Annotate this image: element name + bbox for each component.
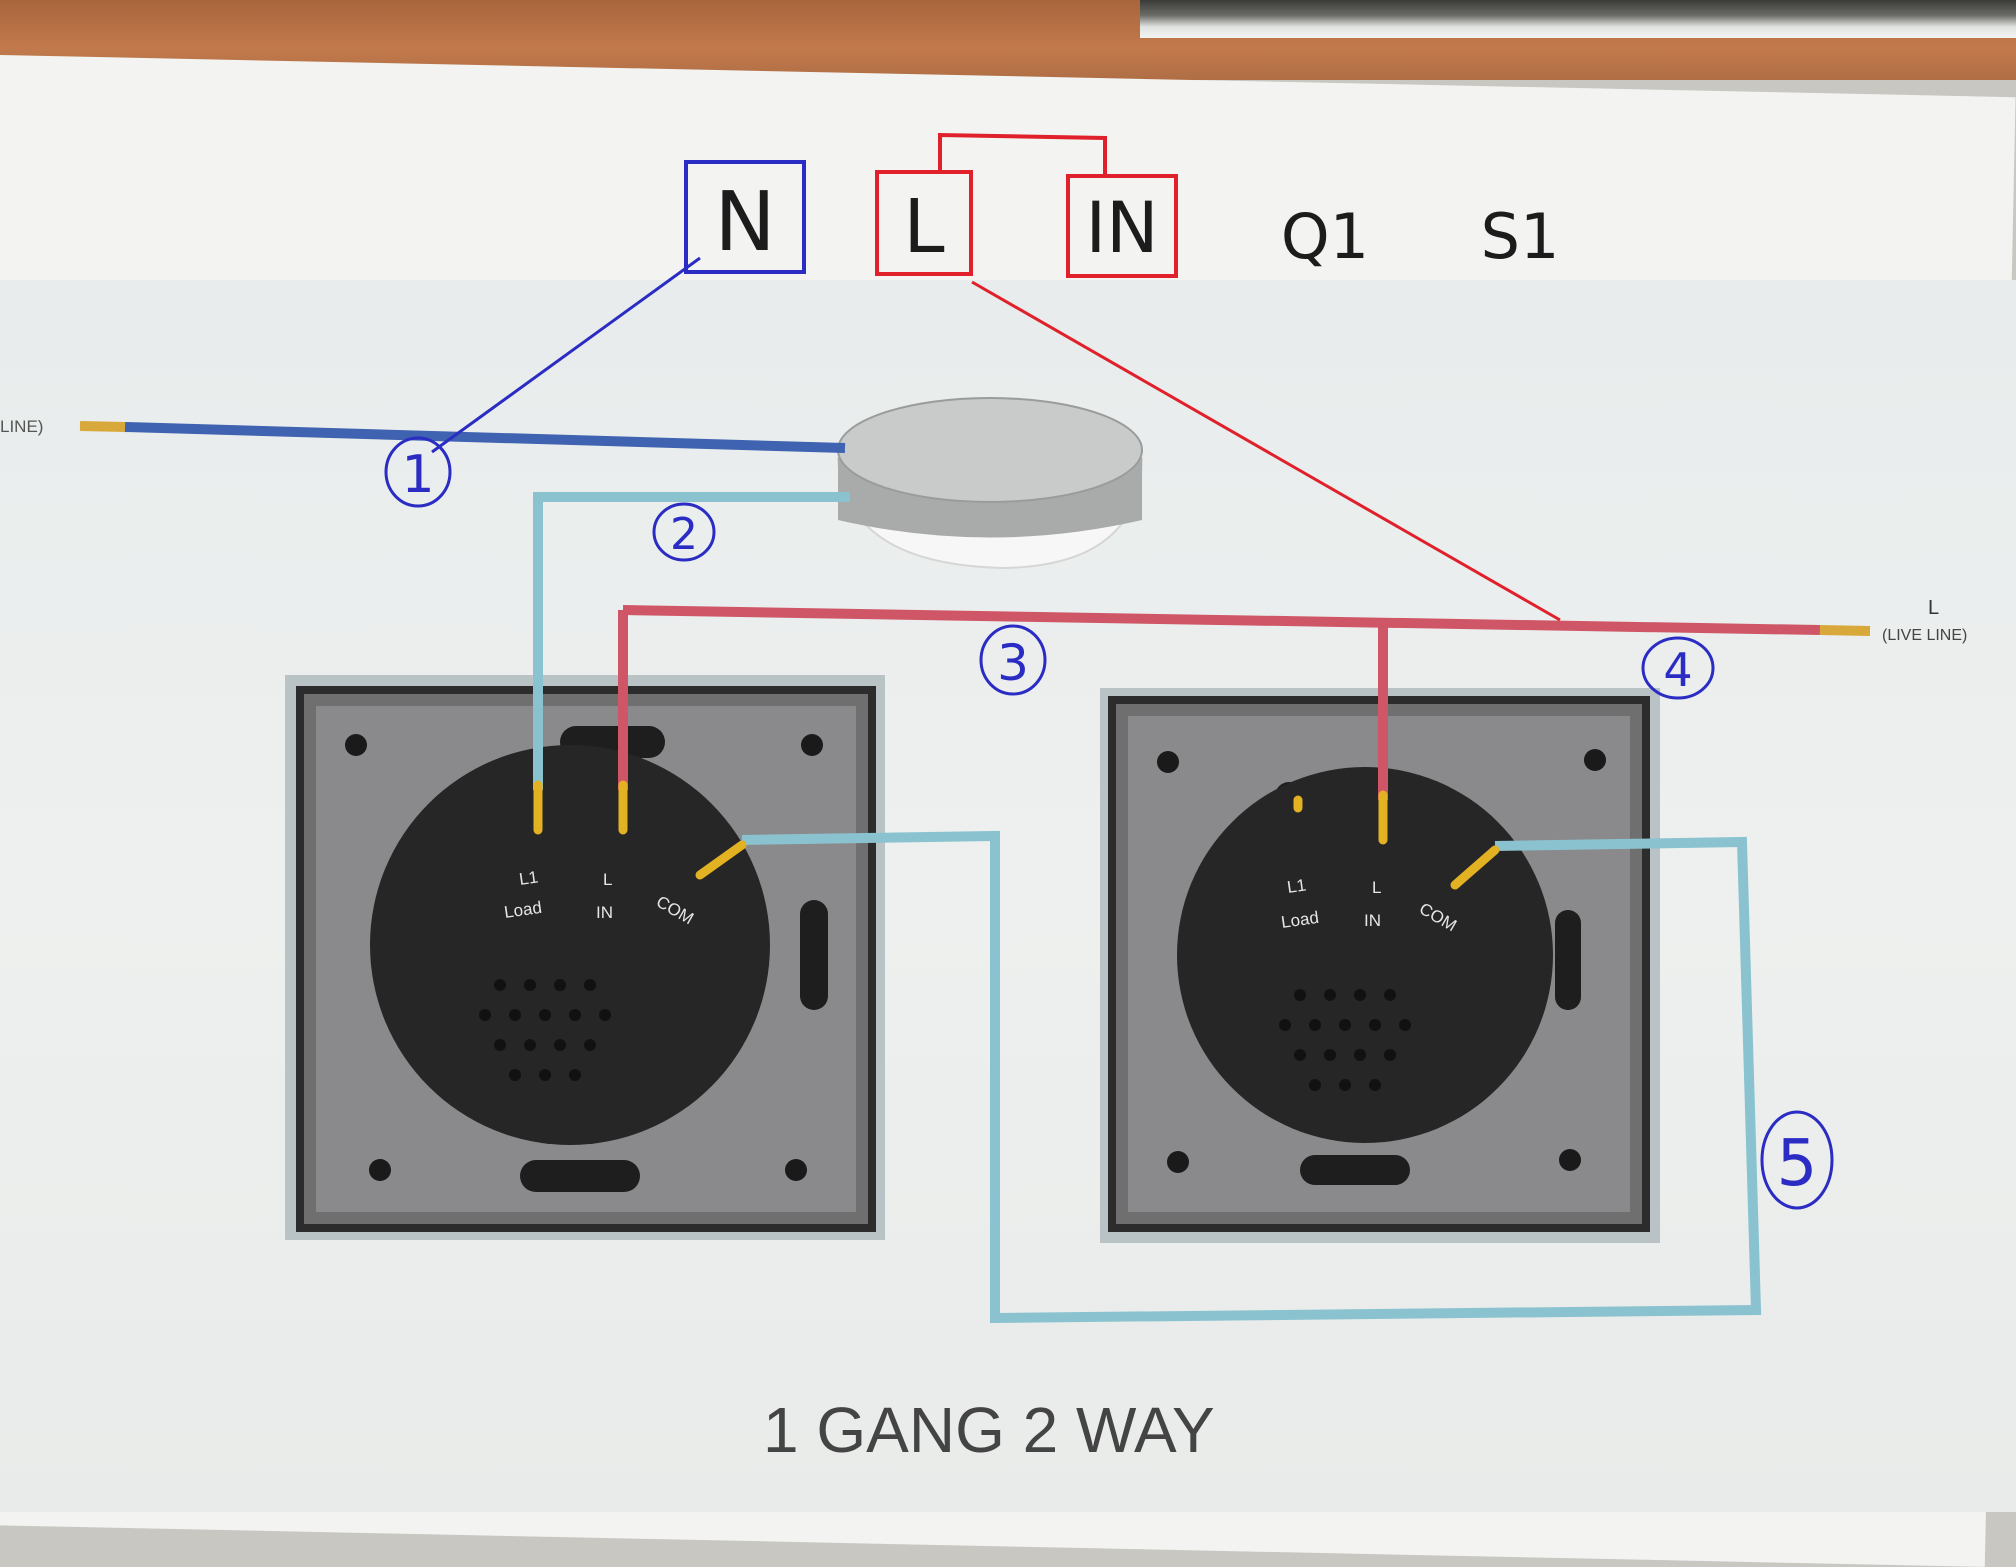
screw-hole bbox=[1559, 1149, 1581, 1171]
lamp-top bbox=[837, 397, 1143, 503]
screw-hole bbox=[1157, 751, 1179, 773]
n-box bbox=[684, 160, 806, 274]
desk-object bbox=[1140, 0, 2016, 38]
switch-right-module bbox=[1177, 767, 1553, 1143]
printed-wires bbox=[79, 421, 1871, 1324]
screw-hole bbox=[1584, 749, 1606, 771]
bridge-l-in bbox=[938, 132, 1107, 176]
marker-1-circle bbox=[384, 436, 452, 508]
terminal-l1-label: L1 bbox=[518, 868, 539, 889]
marker-3-circle bbox=[979, 624, 1047, 696]
handwritten-header: N L IN Q1 S1 bbox=[684, 132, 1560, 278]
switch-left: L1 Load L IN COM bbox=[285, 675, 885, 1240]
terminal-tips bbox=[533, 780, 1500, 890]
terminal-l-label: L bbox=[603, 870, 612, 889]
right-live-label: (LIVE LINE) bbox=[1882, 627, 1967, 644]
live-wire-tip bbox=[1819, 625, 1871, 636]
live-wire bbox=[622, 605, 1821, 635]
slot bbox=[520, 1160, 640, 1192]
q1-label: Q1 bbox=[1281, 200, 1369, 273]
load-wire bbox=[533, 492, 850, 790]
slot bbox=[1300, 1155, 1410, 1185]
l-box bbox=[875, 170, 973, 276]
ceiling-lamp bbox=[836, 397, 1144, 570]
neutral-wire bbox=[124, 422, 846, 453]
marker-4: 4 bbox=[1663, 643, 1692, 697]
terminal-in-label: IN bbox=[596, 903, 613, 922]
numbered-markers bbox=[384, 436, 1834, 1210]
screw-hole bbox=[801, 734, 823, 756]
s1-label: S1 bbox=[1481, 200, 1560, 273]
screw-hole bbox=[369, 1159, 391, 1181]
wiring-diagram: L1 Load L IN COM L1 Load L IN COM bbox=[0, 132, 1967, 1466]
marker-numbers: 1 2 3 4 5 bbox=[401, 445, 1817, 1201]
terminal-l-label: L bbox=[1372, 878, 1381, 897]
left-line-label: LINE) bbox=[0, 417, 43, 436]
terminal-l1-label: L1 bbox=[1286, 876, 1307, 897]
terminal-in-label: IN bbox=[1364, 911, 1381, 930]
marker-3: 3 bbox=[997, 634, 1029, 692]
slot bbox=[800, 900, 828, 1010]
in-label: IN bbox=[1085, 187, 1158, 269]
right-l-label: L bbox=[1928, 597, 1939, 619]
marker-1: 1 bbox=[401, 445, 434, 505]
screw-hole bbox=[1167, 1151, 1189, 1173]
marker-2-circle bbox=[652, 502, 716, 562]
marker-2: 2 bbox=[670, 509, 698, 560]
vent-holes bbox=[479, 979, 611, 1081]
marker-5: 5 bbox=[1777, 1127, 1818, 1201]
marker-5-circle bbox=[1760, 1110, 1834, 1210]
neutral-wire-tip bbox=[79, 421, 126, 432]
in-box bbox=[1066, 174, 1178, 278]
l-label: L bbox=[903, 184, 944, 270]
screw-hole bbox=[785, 1159, 807, 1181]
diagram-title: 1 GANG 2 WAY bbox=[763, 1394, 1215, 1466]
pen-line-l bbox=[971, 280, 1561, 622]
n-label: N bbox=[714, 175, 775, 270]
traveller-wire bbox=[741, 830, 1762, 1324]
pen-line-n bbox=[431, 256, 701, 454]
screw-hole bbox=[345, 734, 367, 756]
switch-right: L1 Load L IN COM bbox=[1100, 688, 1660, 1243]
slot bbox=[1555, 910, 1581, 1010]
vent-holes bbox=[1279, 989, 1411, 1091]
marker-4-circle bbox=[1641, 636, 1715, 700]
switch-left-module bbox=[370, 745, 770, 1145]
